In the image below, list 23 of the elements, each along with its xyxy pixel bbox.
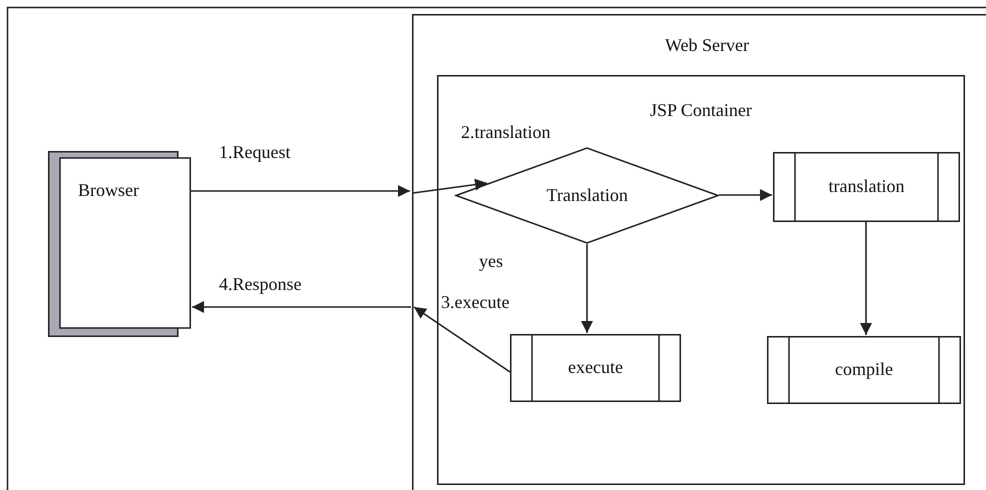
decision-label: Translation — [546, 186, 628, 206]
process-label: compile — [835, 360, 893, 380]
document-box — [48, 151, 191, 337]
edge-label: 1.Request — [218, 143, 292, 163]
arrow — [414, 306, 510, 373]
process-label: translation — [828, 177, 904, 197]
process-box — [773, 152, 960, 222]
process-box — [767, 336, 961, 404]
browser-label: Browser — [78, 181, 139, 201]
server-label: Web Server — [665, 36, 750, 56]
arrow — [191, 185, 410, 197]
edge-label: 4.Response — [218, 275, 302, 295]
container-box — [412, 14, 986, 490]
arrow — [412, 178, 488, 194]
process-label: execute — [568, 358, 623, 378]
decision-diamond — [455, 147, 719, 244]
arrow — [192, 301, 411, 313]
arrow — [860, 222, 872, 335]
process-box — [510, 334, 681, 402]
container-box — [437, 75, 965, 485]
arrow — [719, 189, 772, 201]
container-label: JSP Container — [650, 101, 752, 121]
arrow — [581, 244, 593, 333]
